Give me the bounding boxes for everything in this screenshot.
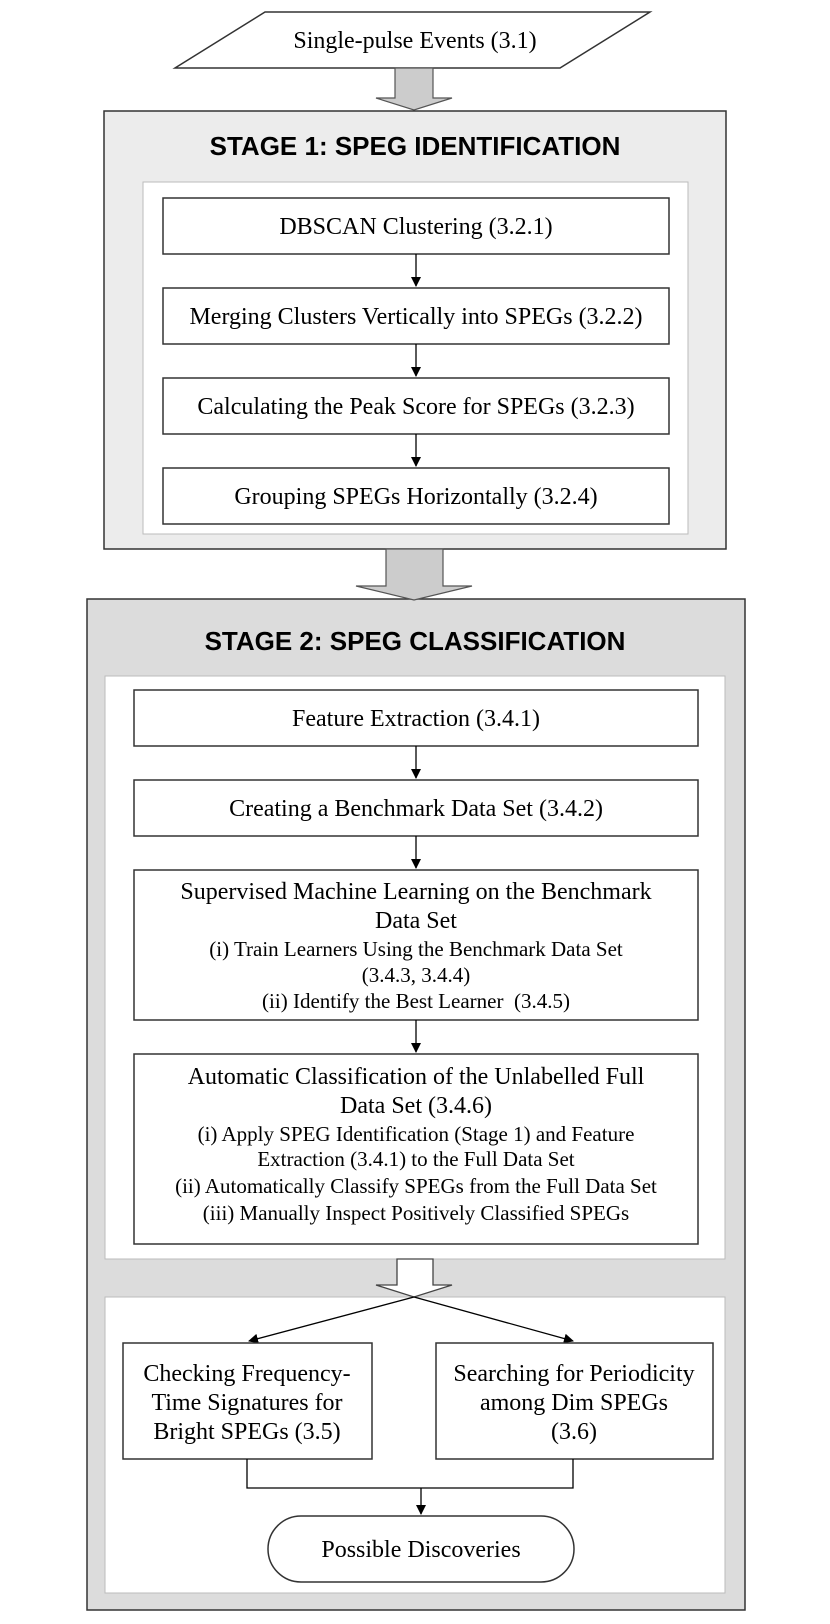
bright-spegs-box [122, 1342, 373, 1460]
block-arrow-input-to-stage1 [375, 67, 453, 111]
step-supervised-ml-sub: (i) Train Learners Using the Benchmark D… [209, 937, 623, 961]
bright-spegs-label: Checking Frequency- [143, 1361, 350, 1387]
possible-discoveries-label: Possible Discoveries [321, 1537, 520, 1563]
arrow-to-bright-spegs [248, 1296, 415, 1344]
block-arrow-split [375, 1258, 453, 1298]
periodicity-box [435, 1342, 714, 1460]
step-supervised-ml-title: Supervised Machine Learning on the Bench… [180, 879, 651, 905]
step-automatic-classification-title: Automatic Classification of the Unlabell… [188, 1064, 645, 1090]
step-supervised-ml-sub: (3.4.3, 3.4.4) [362, 963, 471, 987]
merge-connector [246, 1459, 574, 1489]
periodicity-label: Searching for Periodicity [453, 1361, 694, 1387]
step-feature-extraction: Feature Extraction (3.4.1) [292, 706, 540, 732]
periodicity-label: (3.6) [551, 1419, 597, 1445]
possible-discoveries-terminal [267, 1515, 575, 1583]
step-merging-clusters: Merging Clusters Vertically into SPEGs (… [189, 304, 642, 330]
stage1-step-box [162, 287, 670, 345]
stage2-step-box [133, 869, 699, 1021]
stage2-step-box [133, 1053, 699, 1245]
bright-spegs-label: Time Signatures for [151, 1390, 342, 1416]
step-grouping-spegs: Grouping SPEGs Horizontally (3.2.4) [234, 484, 597, 510]
stage1-step-box [162, 467, 670, 525]
step-automatic-classification-sub: (iii) Manually Inspect Positively Classi… [203, 1201, 629, 1225]
input-label: Single-pulse Events (3.1) [293, 28, 536, 54]
stage1-step-box [162, 197, 670, 255]
step-dbscan-clustering: DBSCAN Clustering (3.2.1) [279, 214, 552, 240]
step-automatic-classification-title-cont: Data Set (3.4.6) [340, 1093, 492, 1119]
periodicity-label: among Dim SPEGs [480, 1390, 668, 1416]
step-supervised-ml-sub: (ii) Identify the Best Learner (3.4.5) [262, 989, 570, 1013]
input-parallelogram [172, 11, 653, 69]
step-peak-score: Calculating the Peak Score for SPEGs (3.… [197, 394, 634, 420]
stage2-step-box [133, 779, 699, 837]
step-automatic-classification-sub: (i) Apply SPEG Identification (Stage 1) … [198, 1122, 635, 1146]
bright-spegs-label: Bright SPEGs (3.5) [153, 1419, 340, 1445]
stage2-title: STAGE 2: SPEG CLASSIFICATION [205, 626, 626, 656]
stage2-step-box [133, 689, 699, 747]
step-benchmark-data-set: Creating a Benchmark Data Set (3.4.2) [229, 796, 603, 822]
block-arrow-stage1-to-stage2 [355, 548, 473, 601]
arrow-to-periodicity [413, 1296, 574, 1344]
step-automatic-classification-sub: (ii) Automatically Classify SPEGs from t… [175, 1174, 657, 1198]
stage1-title: STAGE 1: SPEG IDENTIFICATION [210, 131, 621, 161]
step-automatic-classification-sub: Extraction (3.4.1) to the Full Data Set [257, 1147, 574, 1171]
step-supervised-ml-title-cont: Data Set [375, 908, 457, 934]
